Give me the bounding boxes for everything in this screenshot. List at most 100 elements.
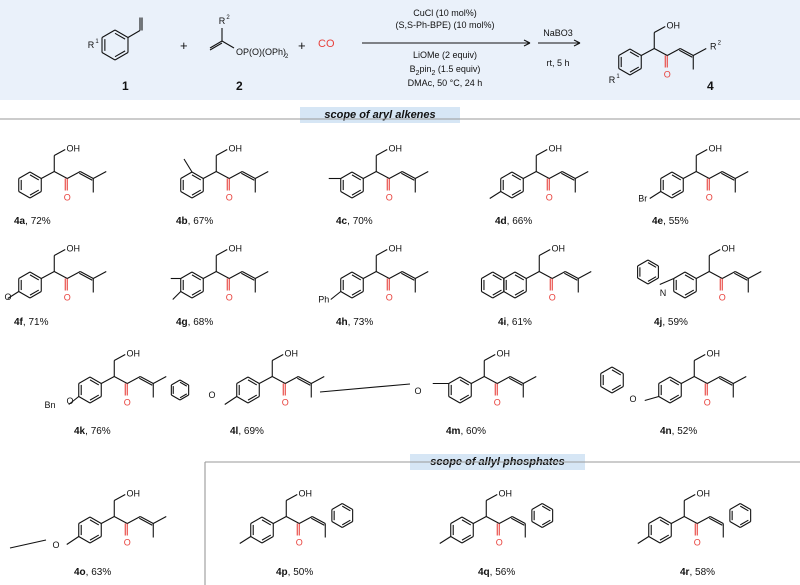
ring-double-bond [459, 379, 470, 386]
bond-lines [0, 17, 800, 585]
bond [693, 376, 708, 384]
bond [209, 40, 223, 49]
ring-double-bond [29, 274, 40, 281]
double-bond [297, 376, 312, 384]
ring-bond [180, 191, 193, 199]
ring-bond [18, 271, 31, 279]
bond [375, 271, 390, 279]
bond [538, 271, 553, 279]
double-bond [511, 516, 526, 524]
compound-caption: 4g, 68% [176, 317, 214, 328]
ring-bond [492, 271, 505, 279]
ring-bond [114, 52, 129, 61]
ring-bond [179, 394, 189, 401]
hydroxyl-label: OH [299, 489, 313, 499]
ring-double-bond [191, 189, 202, 196]
hydroxyl-label: OH [667, 21, 681, 31]
condition-ligand: (S,S-Ph-BPE) (10 mol%) [395, 20, 495, 30]
double-bond [79, 171, 94, 179]
r1-label: 1 [616, 74, 620, 80]
double-bond [734, 271, 749, 279]
ring-bond [89, 536, 102, 544]
ring-bond [684, 291, 697, 299]
ring-bond [729, 503, 741, 510]
carbonyl-oxygen: O [386, 293, 393, 303]
ring-double-bond [179, 393, 188, 399]
ring-bond [647, 259, 659, 267]
r2-label: 2 [226, 15, 230, 21]
hydroxyl-label: OH [709, 144, 723, 154]
bond [254, 171, 269, 179]
condition-solvent: DMAc, 50 °C, 24 h [407, 78, 483, 88]
ring-bond [18, 191, 31, 199]
bond [535, 171, 550, 179]
bond [538, 249, 551, 256]
ring-double-bond [247, 379, 258, 386]
double-bond [509, 376, 524, 384]
bond [708, 249, 721, 256]
compound-caption: 4n, 52% [660, 426, 698, 437]
bond [414, 171, 429, 179]
bond [53, 249, 66, 256]
substituent-label: Br [638, 194, 647, 204]
bond [489, 191, 502, 199]
bond [215, 249, 228, 256]
double-bond [721, 171, 736, 179]
ring-double-bond [739, 519, 749, 526]
ring-bond [658, 376, 671, 384]
double-bond [401, 271, 416, 279]
ring-double-bond [114, 50, 126, 58]
carbon-monoxide: CO [318, 38, 335, 50]
ring-bond [459, 396, 472, 404]
double-bond [709, 516, 724, 524]
hydroxyl-label: OH [67, 244, 81, 254]
ring-bond [180, 171, 193, 179]
carbonyl-oxygen: O [282, 398, 289, 408]
plus-sign: + [180, 38, 188, 53]
bond [522, 171, 537, 179]
compound-caption: 4a, 72% [14, 216, 51, 227]
compound-caption: 4q, 56% [478, 567, 516, 578]
bond [721, 271, 736, 279]
ring-bond [351, 171, 364, 179]
bond [40, 171, 55, 179]
ring-double-bond [492, 274, 502, 281]
ring-double-bond [684, 289, 695, 296]
ring-bond [261, 536, 274, 544]
double-bond [734, 272, 748, 281]
hydroxyl-label: OH [722, 244, 736, 254]
hydroxyl-label: OH [127, 489, 141, 499]
bond [747, 271, 762, 279]
bond [732, 376, 747, 384]
bond [522, 376, 537, 384]
ring-bond [492, 291, 505, 299]
ring-double-bond [89, 394, 100, 401]
ring-bond [659, 536, 672, 544]
ring-bond [669, 396, 682, 404]
ring-bond [673, 291, 686, 299]
r2-label: R [219, 16, 226, 26]
bond [375, 171, 390, 179]
ring-bond [618, 68, 631, 76]
condition-catalyst: CuCl (10 mol%) [413, 8, 477, 18]
bond [209, 42, 223, 51]
ring-bond [629, 48, 642, 56]
bond [53, 271, 68, 279]
ring-double-bond [191, 174, 202, 181]
bond [577, 271, 592, 279]
bond [485, 494, 498, 501]
double-bond [311, 516, 326, 524]
compound-caption: 4m, 60% [446, 426, 487, 437]
ring-bond [180, 291, 193, 299]
ring-double-bond [461, 519, 472, 526]
compound-caption: 4l, 69% [230, 426, 264, 437]
bond [239, 536, 252, 544]
double-bond [297, 377, 311, 386]
hydroxyl-label: OH [229, 244, 243, 254]
ring-double-bond [29, 189, 40, 196]
ring-double-bond [461, 534, 472, 541]
ring-bond [611, 366, 624, 374]
bond [92, 271, 107, 279]
ring-bond [78, 516, 91, 524]
